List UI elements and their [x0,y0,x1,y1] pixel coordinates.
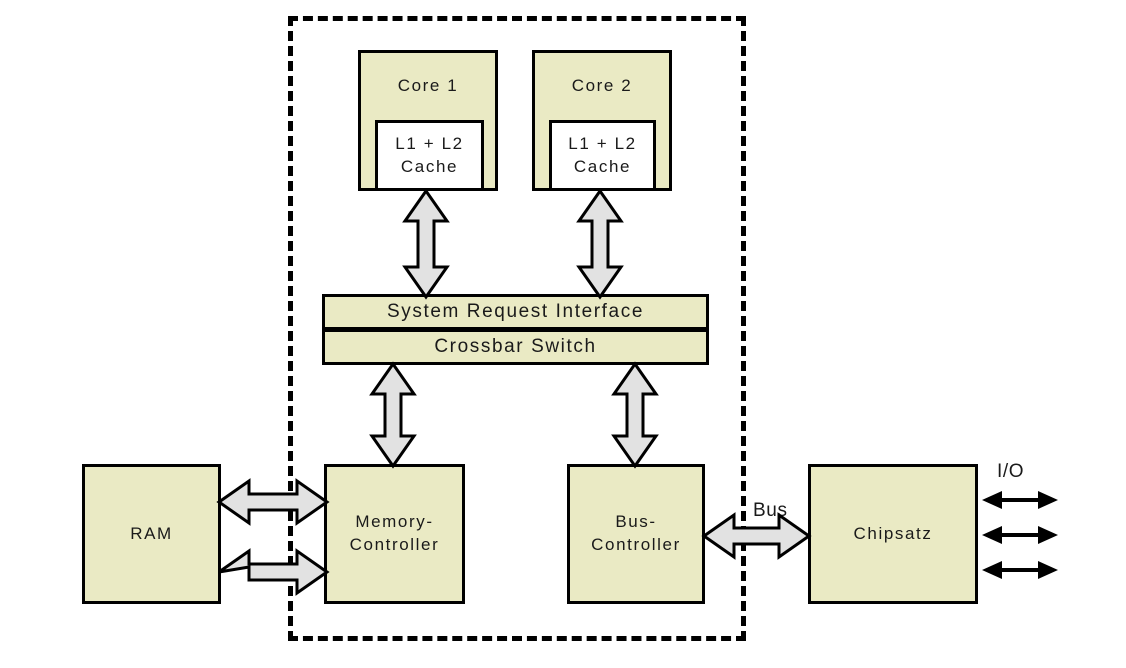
block-chipset-label: Chipsatz [853,523,933,543]
cpu-package-boundary [288,16,746,641]
connection-label-bus: Bus [753,500,788,521]
connection-label-io: I/O [997,461,1025,482]
block-bus-controller[interactable]: Bus- Controller [567,464,705,604]
block-memory-controller-label: Memory- Controller [349,512,440,554]
block-core-2-cache[interactable]: L1 + L2 Cache [549,120,656,191]
block-core-2-label: Core 2 [571,76,633,95]
block-system-request-interface-label: System Request Interface [386,301,644,323]
block-ram-label: RAM [130,523,173,543]
arrow-chipset-io-2 [982,526,1058,544]
block-core-1-cache-label: L1 + L2 Cache [395,133,464,176]
block-memory-controller[interactable]: Memory- Controller [324,464,465,604]
block-core-2-cache-label: L1 + L2 Cache [568,133,637,176]
block-crossbar-switch[interactable]: Crossbar Switch [322,329,709,365]
arrow-chipset-io-3 [982,561,1058,579]
block-ram[interactable]: RAM [82,464,221,604]
block-chipset[interactable]: Chipsatz [808,464,978,604]
block-crossbar-switch-label: Crossbar Switch [434,336,597,358]
arrow-chipset-io-1 [982,491,1058,509]
block-bus-controller-label: Bus- Controller [591,512,681,554]
block-core-1-cache[interactable]: L1 + L2 Cache [375,120,484,191]
block-core-1-label: Core 1 [397,76,459,95]
block-system-request-interface[interactable]: System Request Interface [322,294,709,330]
